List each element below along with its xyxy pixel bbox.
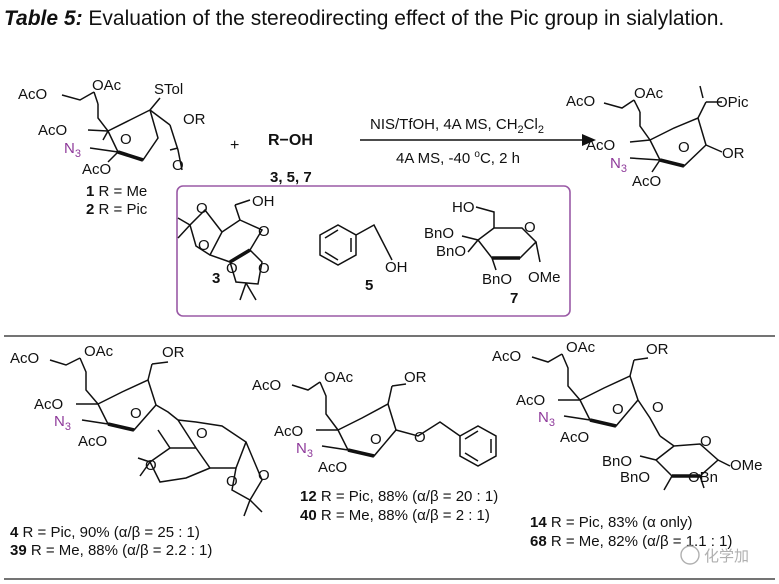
result-14-azide: N3 xyxy=(538,409,555,429)
result-4-aco-3: AcO xyxy=(78,433,107,450)
result-14-aco-1: AcO xyxy=(492,348,521,365)
result-4-line-1: 4 R = Pic, 90% (α/β = 25 : 1) xyxy=(10,524,200,541)
acceptor-3-label: 3 xyxy=(212,270,220,287)
donor-oac-top: OAc xyxy=(92,77,122,94)
result-14-oac: OAc xyxy=(566,339,596,356)
result-4-o5: O xyxy=(258,467,270,484)
result-14-ring-o: O xyxy=(612,401,624,418)
acceptor-3-o2: O xyxy=(198,237,210,254)
acceptor-numbers: 3, 5, 7 xyxy=(270,169,312,186)
result-14-aco-3: AcO xyxy=(560,429,589,446)
watermark-text: 化学加 xyxy=(704,548,749,565)
result-12-aco-1: AcO xyxy=(252,377,281,394)
result-12-ring-o: O xyxy=(370,431,382,448)
acceptor-5-oh: OH xyxy=(385,259,408,276)
acceptor-box xyxy=(176,185,571,317)
acceptor-5-structure xyxy=(319,223,393,266)
result-14-aco-2: AcO xyxy=(516,392,545,409)
donor-ring-o: O xyxy=(120,131,132,148)
result-12-line-2: 40 R = Me, 88% (α/β = 2 : 1) xyxy=(300,507,490,524)
acceptor-7-bno-3: BnO xyxy=(482,271,512,288)
acceptor-3-oh: OH xyxy=(252,193,275,210)
acceptor-3-structure xyxy=(177,199,264,301)
result-12-aco-3: AcO xyxy=(318,459,347,476)
product-or: OR xyxy=(722,145,745,162)
product-ring-o: O xyxy=(678,139,690,156)
result-14-bno-2: BnO xyxy=(620,469,650,486)
donor-aco-top-left: AcO xyxy=(18,86,47,103)
donor-aco-bottom: AcO xyxy=(82,161,111,178)
acceptor-7-bno-1: BnO xyxy=(424,225,454,242)
result-4-structure xyxy=(49,357,263,517)
result-4-line-2: 39 R = Me, 88% (α/β = 2.2 : 1) xyxy=(10,542,212,559)
acceptor-7-bno-2: BnO xyxy=(436,243,466,260)
result-4-aco-1: AcO xyxy=(10,350,39,367)
product-aco-top-left: AcO xyxy=(566,93,595,110)
arrow-head xyxy=(582,134,596,146)
result-4-o4: O xyxy=(226,473,238,490)
table-caption: Table 5: Evaluation of the stereodirecti… xyxy=(4,4,774,34)
product-aco-mid: AcO xyxy=(586,137,615,154)
conditions-bottom: 4A MS, -40 oC, 2 h xyxy=(396,149,520,167)
result-14-line-2: 68 R = Me, 82% (α/β = 1.1 : 1) xyxy=(530,533,732,550)
product-oac-top: OAc xyxy=(634,85,664,102)
watermark-icon xyxy=(680,545,700,565)
donor-carbonyl-o: O xyxy=(172,157,184,174)
donor-aco-mid: AcO xyxy=(38,122,67,139)
acceptor-5-label: 5 xyxy=(365,277,373,294)
plus-sign: + xyxy=(230,137,239,154)
result-4-o2: O xyxy=(196,425,208,442)
donor-label-2: 2 R = Pic xyxy=(86,201,148,218)
result-14-line-1: 14 R = Pic, 83% (α only) xyxy=(530,514,693,531)
product-structure xyxy=(603,85,723,173)
result-14-link-o: O xyxy=(652,399,664,416)
result-12-structure xyxy=(291,381,497,467)
product-azide: N3 xyxy=(610,155,627,175)
product-aco-bottom: AcO xyxy=(632,173,661,190)
result-14-ring-o-2: O xyxy=(700,433,712,450)
result-4-oac: OAc xyxy=(84,343,114,360)
result-14-structure xyxy=(531,353,731,491)
watermark: 化学加 xyxy=(680,545,749,565)
conditions-top: NIS/TfOH, 4A MS, CH2Cl2 xyxy=(370,116,544,136)
acceptor-3-o5: O xyxy=(258,260,270,277)
result-4-ester: OR xyxy=(162,344,185,361)
donor-label-1: 1 R = Me xyxy=(86,183,147,200)
acceptor-generic: R−OH xyxy=(268,132,313,149)
table-number: Table 5: xyxy=(4,7,83,30)
result-4-aco-2: AcO xyxy=(34,396,63,413)
result-12-line-1: 12 R = Pic, 88% (α/β = 20 : 1) xyxy=(300,488,498,505)
result-14-obn: OBn xyxy=(688,469,718,486)
result-14-ester: OR xyxy=(646,341,669,358)
result-14-ome: OMe xyxy=(730,457,763,474)
result-12-ester: OR xyxy=(404,369,427,386)
donor-azide: N3 xyxy=(64,140,81,160)
donor-structure xyxy=(61,91,183,171)
acceptor-3-o1: O xyxy=(196,200,208,217)
donor-ester: OR xyxy=(183,111,206,128)
table-title: Evaluation of the stereodirecting effect… xyxy=(88,7,725,30)
acceptor-7-label: 7 xyxy=(510,290,518,307)
result-12-oac: OAc xyxy=(324,369,354,386)
acceptor-7-ring-o: O xyxy=(524,219,536,236)
acceptor-7-structure xyxy=(461,206,541,271)
result-14-bno-1: BnO xyxy=(602,453,632,470)
acceptor-3-o4: O xyxy=(226,260,238,277)
donor-stol: STol xyxy=(154,81,183,98)
result-12-azide: N3 xyxy=(296,440,313,460)
acceptor-3-o3: O xyxy=(258,223,270,240)
result-12-aco-2: AcO xyxy=(274,423,303,440)
result-12-ether-o: O xyxy=(414,429,426,446)
result-4-o3: O xyxy=(145,457,157,474)
result-4-ring-o: O xyxy=(130,405,142,422)
acceptor-7-ho: HO xyxy=(452,199,475,216)
acceptor-7-ome: OMe xyxy=(528,269,561,286)
product-ester: OPic xyxy=(716,94,749,111)
result-4-azide: N3 xyxy=(54,413,71,433)
